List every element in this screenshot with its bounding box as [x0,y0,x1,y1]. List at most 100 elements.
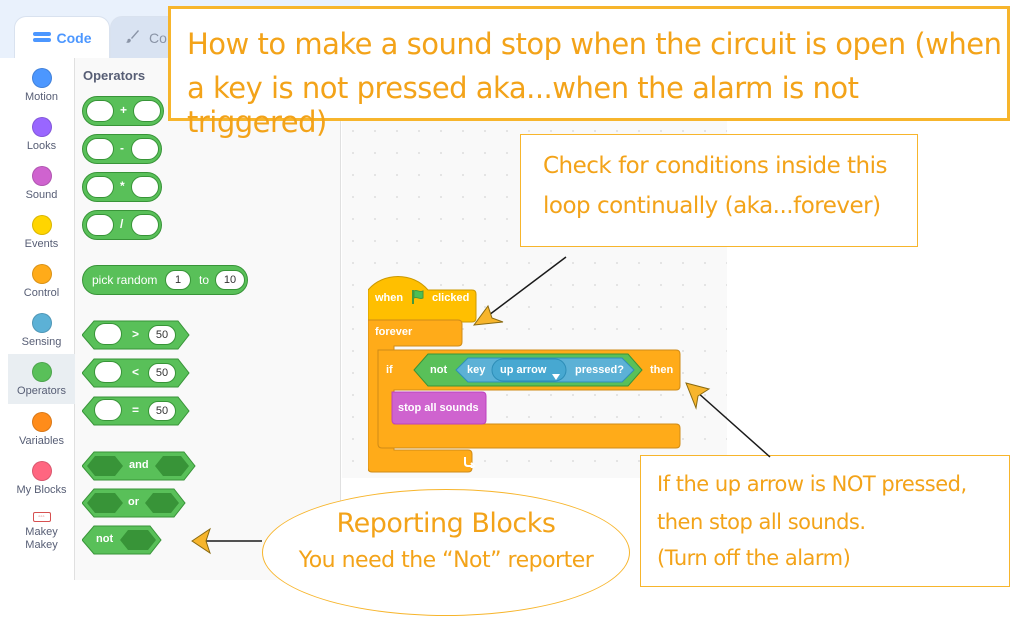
forever-loop-callout: Check for conditions inside this loop co… [520,134,918,247]
and-label: and [129,459,149,471]
if-line-1: If the up arrow is NOT pressed, [657,472,967,496]
palette-title: Operators [83,68,146,83]
category-label: Variables [18,435,65,447]
green-flag-icon [410,289,426,310]
if-line-3: (Turn off the alarm) [657,546,851,570]
not-label: not [96,533,114,545]
events-dot-icon [31,215,52,235]
operand-input[interactable] [86,214,114,236]
key-dropdown[interactable]: up arrow [500,364,547,376]
block-palette: Operators + - * / pick random 1 to 10 > … [75,58,341,580]
operator-symbol: > [132,327,140,341]
category-label: Looks [26,140,57,152]
sensing-dot-icon [31,313,52,333]
divide-block[interactable]: / [82,210,162,240]
greater-than-block[interactable]: > 50 [82,320,190,350]
control-dot-icon [31,264,52,284]
reporting-title: Reporting Blocks [336,508,556,539]
operator-symbol: < [132,365,140,379]
code-icon [32,30,51,46]
operand-input[interactable]: 50 [148,325,176,345]
random-from-input[interactable]: 1 [165,270,191,290]
random-to-input[interactable]: 10 [215,270,245,290]
key-label: key [467,364,486,376]
category-makey-makey[interactable]: ◦◦◦ Makey Makey [8,504,75,564]
looks-dot-icon [31,117,52,137]
makey-makey-icon: ◦◦◦ [32,512,51,522]
add-block[interactable]: + [82,96,164,126]
reporting-subtitle: You need the “Not” reporter [298,548,594,573]
and-block[interactable]: and [82,451,196,481]
operand-input[interactable]: 50 [148,401,176,421]
category-label: Operators [17,385,66,397]
category-label: Motion [24,91,59,103]
reporting-blocks-callout: Reporting Blocks You need the “Not” repo… [262,489,630,616]
operand-input[interactable]: 50 [148,363,176,383]
category-label: Sensing [21,336,62,348]
pressed-label: pressed? [575,364,624,376]
hat-clicked-label: clicked [432,292,470,304]
operand-input[interactable] [131,138,159,160]
operand-input[interactable] [131,214,159,236]
category-events[interactable]: Events [8,209,75,257]
then-label: then [650,364,674,376]
operand-input[interactable] [94,399,122,421]
equals-block[interactable]: = 50 [82,396,190,426]
operator-symbol: = [132,403,140,417]
operand-input[interactable] [86,138,114,160]
title-line-2: a key is not pressed aka...when the alar… [187,71,859,139]
operator-symbol: + [120,103,128,117]
multiply-block[interactable]: * [82,172,162,202]
less-than-block[interactable]: < 50 [82,358,190,388]
variables-dot-icon [31,412,52,432]
operand-input[interactable] [131,176,159,198]
or-block[interactable]: or [82,488,186,518]
operand-input[interactable] [86,100,114,122]
category-operators[interactable]: Operators [8,354,75,404]
hat-when-label: when [375,292,404,304]
forever-label: forever [375,326,413,338]
my-blocks-dot-icon [31,461,52,481]
if-line-2: then stop all sounds. [657,510,866,534]
pick-random-label: pick random [92,273,158,287]
random-to-label: to [199,273,210,287]
category-label: Control [23,287,60,299]
category-control[interactable]: Control [8,258,75,306]
tab-costumes-label: Co [149,29,167,46]
script-stack[interactable]: when clicked forever if not key up arrow… [368,268,688,474]
category-my-blocks[interactable]: My Blocks [8,455,75,503]
tab-code[interactable]: Code [14,16,110,58]
script-block-shapes [368,276,681,473]
category-looks[interactable]: Looks [8,111,75,159]
operator-symbol: - [120,141,124,155]
title-callout: How to make a sound stop when the circui… [168,6,1010,139]
category-label: Makey Makey [25,526,58,551]
operators-dot-icon [31,362,52,382]
category-sound[interactable]: Sound [8,160,75,208]
dropdown-arrow-icon[interactable] [552,367,560,385]
category-sensing[interactable]: Sensing [8,307,75,355]
title-line-1: How to make a sound stop when the circui… [187,27,1002,61]
tab-code-label: Code [56,29,92,46]
category-motion[interactable]: Motion [8,62,75,110]
brush-icon [125,28,141,47]
if-block-callout: If the up arrow is NOT pressed, then sto… [640,455,1010,587]
sound-dot-icon [31,166,52,186]
category-label: Events [24,238,59,250]
subtract-block[interactable]: - [82,134,162,164]
stop-all-sounds-block[interactable]: stop all sounds [398,402,479,414]
category-label: Sound [25,189,58,201]
loop-line-2: loop continually (aka...forever) [543,193,881,219]
operator-symbol: * [120,179,125,193]
not-block[interactable]: not [82,525,162,555]
category-variables[interactable]: Variables [8,406,75,454]
operand-input[interactable] [133,100,161,122]
operand-input[interactable] [94,361,122,383]
category-menu: Motion Looks Sound Events Control Sensin… [8,58,75,580]
operand-input[interactable] [94,323,122,345]
if-label: if [386,364,393,376]
operand-input[interactable] [86,176,114,198]
category-label: My Blocks [16,484,67,496]
pick-random-block[interactable]: pick random 1 to 10 [82,265,248,295]
or-label: or [128,496,139,508]
